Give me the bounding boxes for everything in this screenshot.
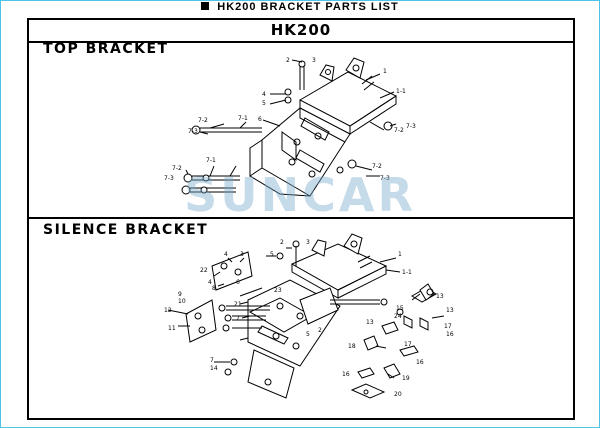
svg-text:7-2: 7-2 xyxy=(372,163,382,170)
svg-text:6: 6 xyxy=(236,279,240,286)
svg-text:1-1: 1-1 xyxy=(396,88,406,95)
svg-text:2: 2 xyxy=(280,239,284,246)
svg-text:13: 13 xyxy=(446,307,454,314)
svg-text:16: 16 xyxy=(416,359,424,366)
top-bracket-label: TOP BRACKET xyxy=(43,41,169,57)
svg-text:7-3: 7-3 xyxy=(188,128,198,135)
svg-text:4: 4 xyxy=(208,279,212,286)
svg-text:3: 3 xyxy=(240,251,244,258)
document-title-text: HK200 BRACKET PARTS LIST xyxy=(217,1,399,13)
svg-text:3: 3 xyxy=(306,239,310,246)
svg-text:16: 16 xyxy=(342,371,350,378)
svg-text:17: 17 xyxy=(404,341,412,348)
svg-text:17: 17 xyxy=(444,323,452,330)
svg-text:4: 4 xyxy=(224,251,228,258)
svg-text:1: 1 xyxy=(383,68,387,75)
svg-text:13: 13 xyxy=(366,319,374,326)
svg-text:20: 20 xyxy=(394,391,402,398)
svg-text:1: 1 xyxy=(398,251,402,258)
svg-text:7-1: 7-1 xyxy=(238,115,248,122)
svg-text:22: 22 xyxy=(200,267,208,274)
svg-text:5: 5 xyxy=(306,331,310,338)
svg-text:18: 18 xyxy=(348,343,356,350)
suncar-watermark: SUNCAR xyxy=(184,168,416,222)
svg-text:19: 19 xyxy=(402,375,410,382)
svg-text:11: 11 xyxy=(168,325,176,332)
model-header: HK200 xyxy=(29,20,573,43)
svg-text:2: 2 xyxy=(318,327,322,334)
svg-text:7-3: 7-3 xyxy=(406,123,416,130)
silence-bracket-label: SILENCE BRACKET xyxy=(43,222,209,238)
document-title: HK200 BRACKET PARTS LIST xyxy=(0,1,600,17)
svg-text:4: 4 xyxy=(262,91,266,98)
svg-text:13: 13 xyxy=(436,293,444,300)
svg-text:7-3: 7-3 xyxy=(164,175,174,182)
svg-text:5: 5 xyxy=(270,251,274,258)
parts-list-table: HK200 TOP BRACKET SILENCE BRACKET xyxy=(27,18,575,420)
svg-text:16: 16 xyxy=(446,331,454,338)
svg-text:7-2: 7-2 xyxy=(172,165,182,172)
svg-text:7-3: 7-3 xyxy=(380,175,390,182)
svg-text:14: 14 xyxy=(210,365,218,372)
svg-text:5: 5 xyxy=(262,100,266,107)
svg-text:7-2: 7-2 xyxy=(394,127,404,134)
svg-text:2: 2 xyxy=(286,57,290,64)
svg-text:6: 6 xyxy=(258,116,262,123)
svg-text:1-1: 1-1 xyxy=(402,269,412,276)
svg-text:3: 3 xyxy=(312,57,316,64)
svg-text:7-1: 7-1 xyxy=(206,157,216,164)
svg-text:7: 7 xyxy=(210,357,214,364)
svg-text:7-2: 7-2 xyxy=(198,117,208,124)
svg-text:10: 10 xyxy=(178,298,186,305)
svg-text:21: 21 xyxy=(234,301,242,308)
title-bullet-icon xyxy=(201,2,210,11)
svg-text:12: 12 xyxy=(164,307,172,314)
svg-text:8: 8 xyxy=(212,285,216,292)
svg-text:15: 15 xyxy=(396,305,404,312)
svg-text:9: 9 xyxy=(178,291,182,298)
section-divider xyxy=(29,217,573,219)
svg-text:24: 24 xyxy=(394,313,402,320)
svg-text:23: 23 xyxy=(274,287,282,294)
svg-text:7: 7 xyxy=(236,315,240,322)
